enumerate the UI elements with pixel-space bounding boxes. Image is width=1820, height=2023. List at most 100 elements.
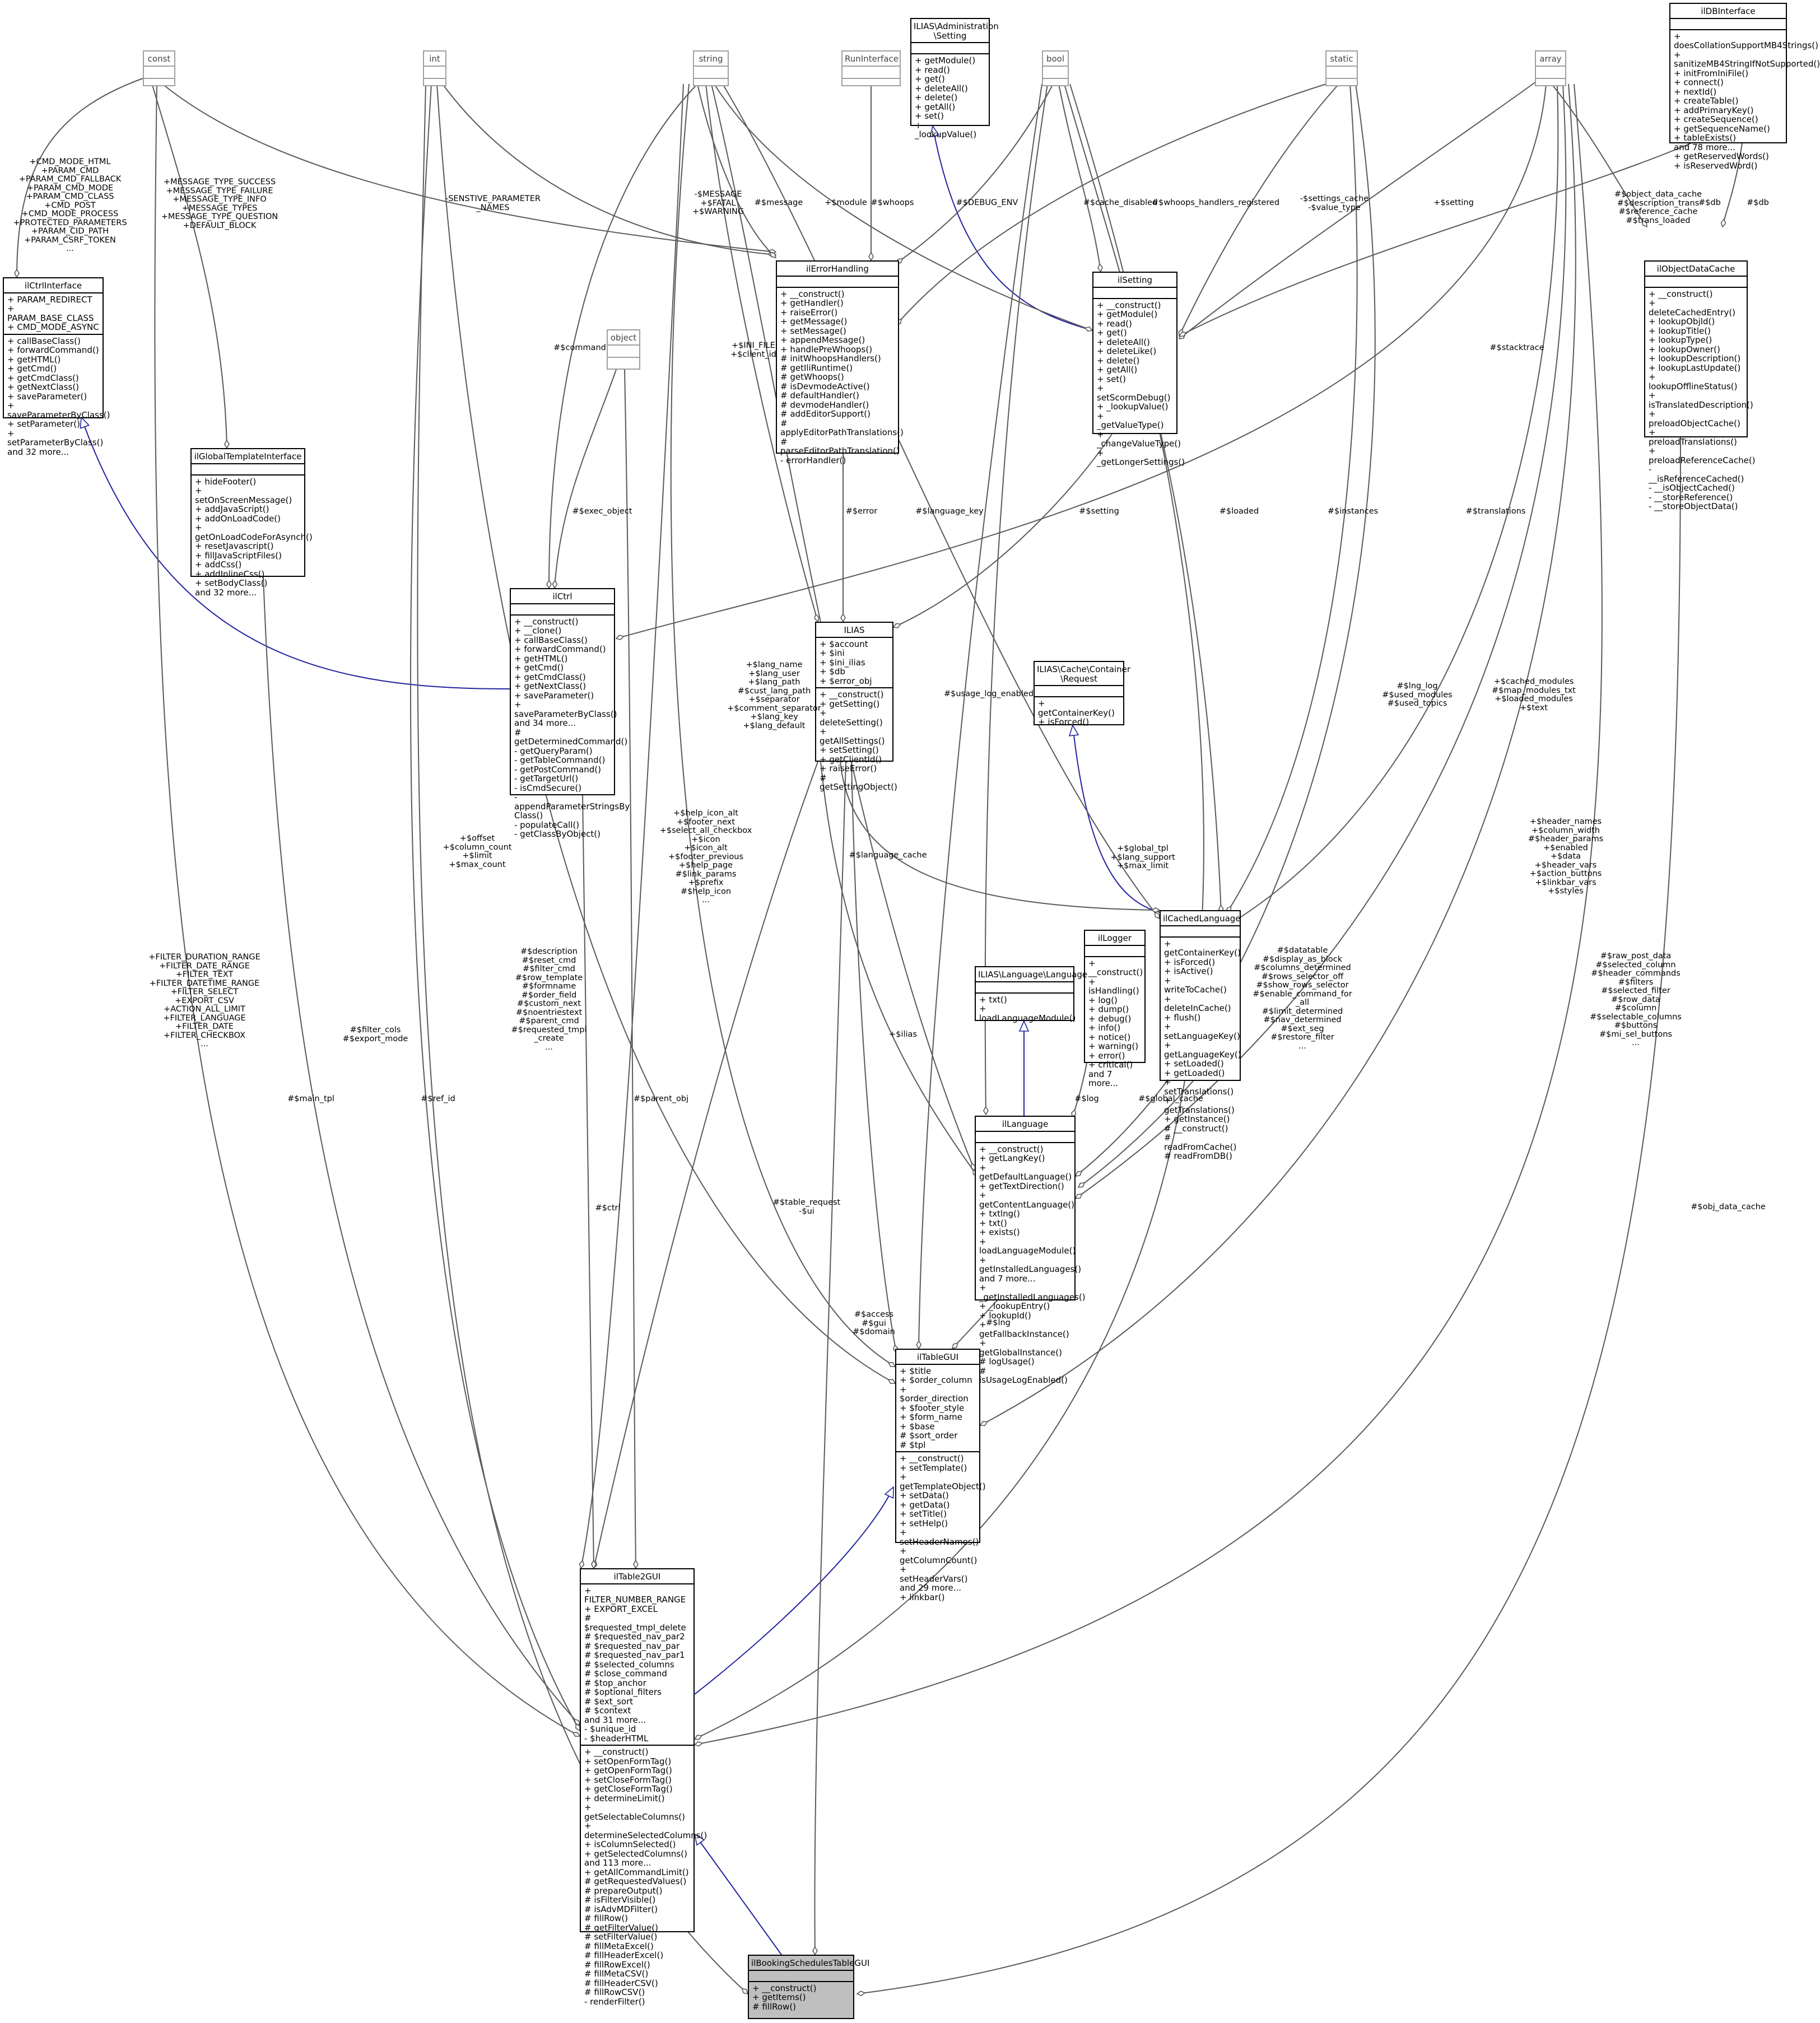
box-attributes — [511, 603, 614, 614]
edge-label: #$exec_object — [572, 507, 632, 516]
edge-bool-ilsetting — [1058, 83, 1101, 272]
edge-label: +$lang_name +$lang_user +$lang_path #$cu… — [727, 660, 821, 730]
edge-label: -$settings_cache -$value_type — [1300, 194, 1369, 212]
edge-label: +MESSAGE_TYPE_SUCCESS +MESSAGE_TYPE_FAIL… — [161, 178, 278, 230]
edge-ilias-focus — [814, 761, 846, 1955]
edge-label: #$language_cache — [849, 851, 927, 860]
edge-label: #$ref_id — [421, 1094, 455, 1103]
edge-ilcachedlanguage-illanguage — [1078, 1080, 1194, 1187]
edge-label: #$main_tpl — [287, 1094, 334, 1103]
edge-array-iltable2gui — [695, 83, 1603, 1745]
class-ilobjectdatacache: ilObjectDataCache + __construct() + dele… — [1644, 260, 1756, 511]
box-attributes — [192, 463, 304, 474]
edge-label: #$db — [1698, 198, 1721, 207]
box-title: ilGlobalTemplateInterface — [194, 451, 302, 462]
edge-label: #$ctrl — [595, 1204, 621, 1213]
edge-array-illanguage — [1076, 83, 1567, 1199]
class-cache-request: ILIAS\Cache\Container \Request + getCont… — [1034, 661, 1130, 726]
edge-label: #$whoops_handlers_registered — [1151, 198, 1280, 207]
box-title: ilLanguage — [1002, 1119, 1049, 1129]
edge-object-iltable2gui — [624, 369, 636, 1568]
box-attributes — [1645, 275, 1747, 287]
box-title: ilTable2GUI — [613, 1572, 661, 1582]
box-title: ilObjectDataCache — [1656, 264, 1735, 274]
box-title: ilDBInterface — [1701, 6, 1756, 16]
box-operations: + txt() + loadLanguageModule() — [976, 992, 1076, 1025]
edge-string-iltablegui — [670, 83, 895, 1367]
edge-label: +CMD_MODE_HTML +PARAM_CMD +PARAM_CMD_FAL… — [13, 157, 127, 253]
edge-int-ilerrorhandling — [442, 83, 776, 255]
edge-ilctrl-iltable2gui — [582, 795, 594, 1568]
edge-label: +$setting — [1433, 198, 1474, 207]
edge-const-ilglobaltemplateinterface — [151, 81, 227, 448]
box-attributes — [1085, 944, 1144, 956]
edge-label: +FILTER_DURATION_RANGE +FILTER_DATE_RANG… — [148, 953, 260, 1048]
edge-ilglobaltemplate-iltable2gui — [263, 576, 580, 1725]
edge-static-ilsetting — [1179, 83, 1339, 336]
box-attributes — [1093, 286, 1176, 298]
box-operations: + getContainerKey() + isForced() — [1035, 696, 1123, 729]
edge-string-iltable2gui — [581, 83, 684, 1568]
edge-bool-illanguage — [985, 83, 1048, 1115]
inherit-edge-ilctrl-ilctrlinterface — [81, 417, 510, 689]
box-title: ilBookingSchedulesTableGUI — [751, 1958, 870, 1968]
box-title: object — [610, 333, 637, 343]
box-attributes — [777, 275, 898, 287]
edge-label: #$description #$reset_cmd #$filter_cmd #… — [511, 947, 587, 1052]
box-attributes: + $account + $ini + $ini_ilias + $db + $… — [816, 636, 892, 688]
edge-label: #$global_cache — [1138, 1094, 1203, 1103]
primitive-object: object — [607, 329, 640, 370]
edge-label: #$cache_disabled — [1083, 198, 1158, 207]
box-attributes: + PARAM_REDIRECT + PARAM_BASE_CLASS + CM… — [4, 292, 103, 334]
class-iltable2gui: ilTable2GUI + FILTER_NUMBER_RANGE + EXPO… — [580, 1568, 707, 2006]
edge-bool-iltablegui — [919, 83, 1042, 1349]
edge-object-ilctrl — [555, 369, 617, 588]
box-title: ilCachedLanguage — [1163, 913, 1241, 924]
edge-label: #$language_key — [915, 507, 984, 516]
edge-label: #$object_data_cache #$description_trans … — [1614, 190, 1702, 225]
edge-label: #$loaded — [1219, 507, 1259, 516]
edge-label: #$message — [754, 198, 803, 207]
edge-label: #$command — [553, 343, 606, 352]
edge-ilias-iltablegui — [851, 761, 896, 1353]
edge-dbinterface-ilobjectdatacache — [1723, 142, 1743, 227]
edge-label: +$INI_FILE +$client_id — [730, 341, 776, 359]
box-attributes — [749, 1969, 853, 1981]
edge-array-ilctrl — [616, 83, 1547, 638]
box-title: const — [147, 54, 171, 64]
edge-label: +$ilias — [889, 1030, 917, 1039]
primitive-runinterface: RunInterface — [841, 50, 901, 86]
inherit-edge-iltable2gui-iltablegui — [694, 1487, 894, 1695]
edge-label: #$obj_data_cache — [1691, 1202, 1766, 1211]
class-ilctrlinterface: ilCtrlInterface + PARAM_REDIRECT + PARAM… — [3, 277, 110, 456]
edge-label: #$raw_post_data #$selected_column #$head… — [1590, 952, 1682, 1047]
edge-bool-ilerrorhandling — [896, 83, 1054, 263]
box-operations: + __construct() + getSetting() + deleteS… — [816, 687, 897, 794]
edge-ilias-iltable2gui — [594, 761, 818, 1568]
box-title: int — [429, 54, 440, 64]
edge-label: #$table_request -$ui — [772, 1198, 841, 1216]
edge-label: #$translations — [1465, 507, 1526, 516]
box-title: ilErrorHandling — [806, 264, 869, 274]
box-title: ILIAS\Language\Language — [978, 969, 1088, 980]
edge-illogger-illanguage — [1073, 1062, 1087, 1117]
edge-label: #$stacktrace — [1489, 343, 1544, 352]
edge-label: +$help_icon_alt +$footer_next +$select_a… — [659, 809, 752, 905]
edge-label: -SENSTIVE_PARAMETER _NAMES — [445, 194, 541, 212]
class-iltablegui: ilTableGUI + $title + $order_column + $o… — [895, 1349, 986, 1602]
box-title: static — [1330, 54, 1353, 64]
edge-label: +$module — [825, 198, 867, 207]
box-operations: + hideFooter() + setOnScreenMessage() + … — [192, 474, 313, 599]
box-title: ilSetting — [1117, 275, 1153, 285]
class-admin-setting: ILIAS\Administration \Setting + getModul… — [910, 18, 999, 139]
edge-array-iltablegui — [980, 83, 1576, 1425]
edge-const-ilerrorhandling — [162, 83, 776, 252]
edge-label: #$error — [845, 507, 878, 516]
primitive-const: const — [143, 50, 175, 86]
class-illanguage: ilLanguage + __construct() + getLangKey(… — [975, 1116, 1086, 1385]
edge-label: #$access #$gui #$domain — [853, 1310, 895, 1336]
edge-label: #$usage_log_enabled — [943, 689, 1034, 698]
edge-string-ilias — [705, 83, 818, 622]
box-attributes — [1670, 17, 1786, 29]
